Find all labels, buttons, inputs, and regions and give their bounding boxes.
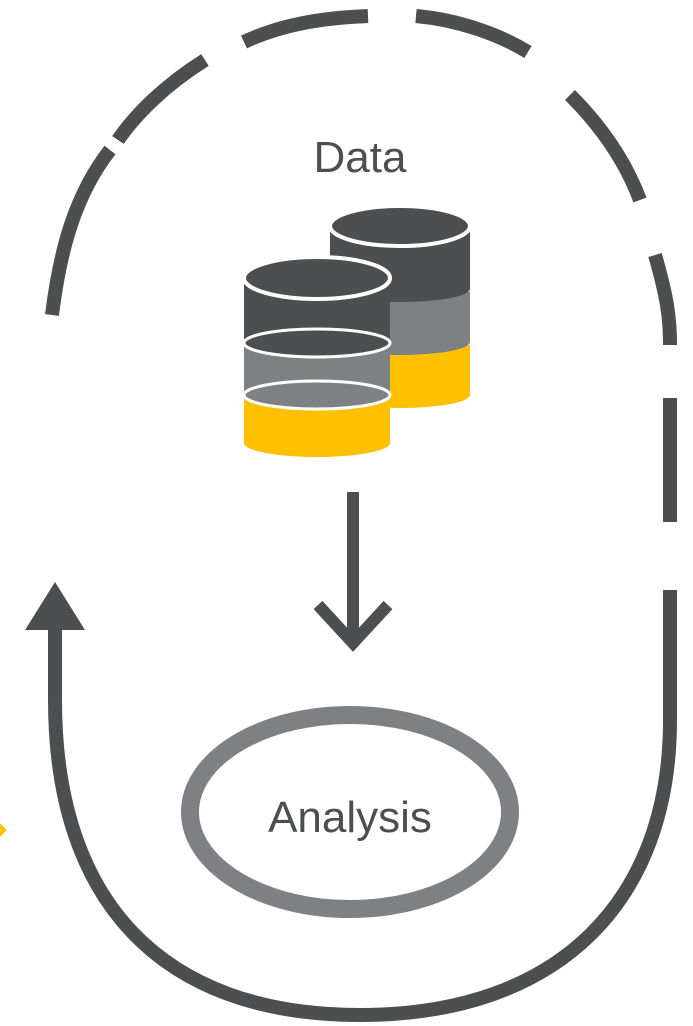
database-cylinder-front <box>242 255 392 457</box>
data-label: Data <box>314 133 407 182</box>
loop-arrow-icon <box>25 582 677 1023</box>
analysis-ellipse <box>181 706 519 918</box>
dashed-loop-top <box>45 9 677 522</box>
analysis-label: Analysis <box>268 793 432 842</box>
database-icon <box>242 204 472 457</box>
yellow-chevron-fragment <box>0 823 7 837</box>
arrow-down-icon <box>313 492 393 652</box>
